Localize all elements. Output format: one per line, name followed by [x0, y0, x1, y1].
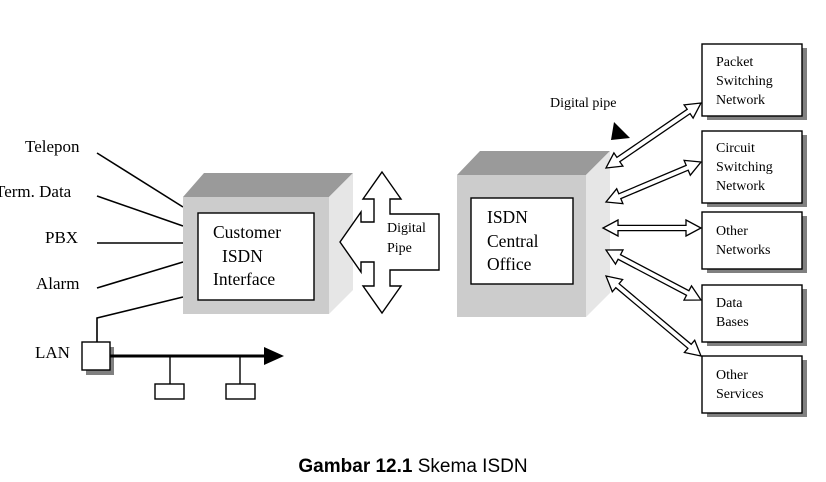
- service-other-networks: Other Networks: [701, 211, 807, 273]
- customer-line1: Customer: [213, 222, 281, 242]
- circuit-line3: Network: [716, 179, 765, 194]
- central-office-box: ISDN Central Office: [457, 151, 610, 317]
- arrow-other-services: [604, 275, 703, 357]
- arrow-other-networks: [601, 218, 703, 238]
- digital-pipe-mid-line1: Digital: [387, 221, 426, 236]
- telepon-line: [96, 152, 184, 208]
- customer-isdn-box: Customer ISDN Interface: [183, 173, 353, 314]
- other-services-line1: Other: [716, 368, 748, 383]
- data-bases-line2: Bases: [716, 315, 749, 330]
- central-box-top: [457, 151, 610, 175]
- customer-line2: ISDN: [222, 246, 263, 266]
- lan-bus-arrowhead: [264, 347, 284, 365]
- circuit-line1: Circuit: [716, 141, 755, 156]
- central-inner-box: [470, 197, 574, 285]
- digital-pipe-top-label: Digital pipe: [550, 96, 617, 111]
- digital-pipe-mid-line2: Pipe: [387, 241, 412, 256]
- arrow-data-bases: [604, 249, 703, 301]
- service-other-services: Other Services: [701, 355, 807, 417]
- lan-node: [81, 341, 114, 375]
- service-packet-switching: Packet Switching Network: [701, 43, 807, 120]
- digital-pipe-arrow-shape: [339, 170, 440, 315]
- service-circuit-switching: Circuit Switching Network: [701, 130, 807, 207]
- central-line1: ISDN: [487, 207, 528, 227]
- arrow-circuit-switching: [604, 159, 703, 205]
- lan-station-2: [225, 356, 256, 400]
- customer-box-top: [183, 173, 353, 197]
- figure-caption: Gambar 12.1 Skema ISDN: [298, 456, 527, 477]
- data-bases-line1: Data: [716, 296, 743, 311]
- other-networks-line1: Other: [716, 224, 748, 239]
- alarm-line: [96, 261, 184, 289]
- other-services-line2: Services: [716, 387, 763, 402]
- service-arrows: [601, 102, 703, 357]
- customer-line3: Interface: [213, 269, 275, 289]
- packet-line2: Switching: [716, 74, 773, 89]
- packet-line3: Network: [716, 93, 765, 108]
- input-lines: [96, 152, 184, 342]
- digital-pipe-connector: Digital Pipe: [339, 170, 440, 315]
- circuit-line2: Switching: [716, 160, 773, 175]
- caption-text: Skema ISDN: [412, 456, 527, 477]
- label-term-data: Term. Data: [0, 182, 72, 201]
- label-lan: LAN: [35, 343, 70, 362]
- digital-pipe-pointer: [611, 122, 630, 140]
- caption-bold: Gambar 12.1: [298, 456, 412, 477]
- central-line2: Central: [487, 231, 539, 251]
- label-telepon: Telepon: [25, 137, 80, 156]
- term-data-line: [96, 195, 184, 227]
- packet-line1: Packet: [716, 55, 753, 70]
- lan-bus: [110, 347, 284, 365]
- customer-inner-box: [197, 212, 315, 301]
- central-line3: Office: [487, 254, 532, 274]
- service-data-bases: Data Bases: [701, 284, 807, 346]
- other-networks-line2: Networks: [716, 243, 770, 258]
- label-pbx: PBX: [45, 228, 78, 247]
- label-alarm: Alarm: [36, 274, 79, 293]
- arrow-packet-switching: [604, 102, 703, 169]
- lan-line: [96, 296, 184, 342]
- lan-station-1: [154, 356, 185, 400]
- central-box-side: [586, 151, 610, 317]
